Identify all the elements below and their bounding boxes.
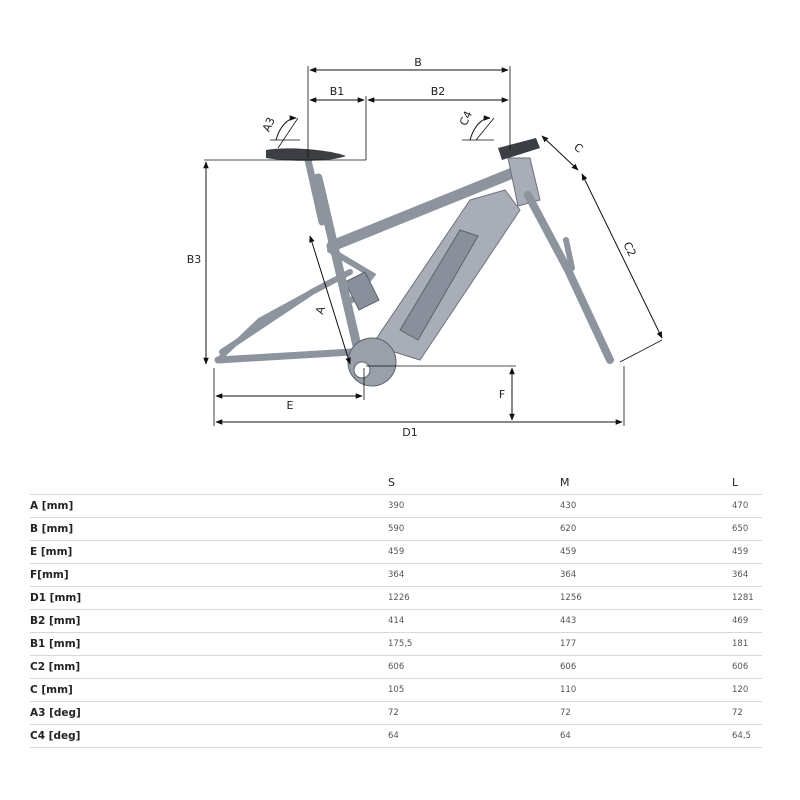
cell-value: 390 xyxy=(388,501,405,511)
row-label: C2 [mm] xyxy=(30,661,81,673)
label-d1: D1 xyxy=(402,426,417,439)
geometry-table: S M L A [mm] 390 430 470 B [mm] 590 620 650 E [m… xyxy=(30,470,762,748)
cell-value: 459 xyxy=(560,547,577,557)
table-row: B2 [mm] 414 443 469 xyxy=(30,609,762,633)
table-row: B [mm] 590 620 650 xyxy=(30,517,762,541)
label-c: C xyxy=(571,141,585,156)
row-label: F[mm] xyxy=(30,569,69,581)
label-b2: B2 xyxy=(431,85,446,98)
header-empty xyxy=(30,470,388,495)
dim-c2-line xyxy=(581,173,663,339)
table-row: D1 [mm] 1226 1256 1281 xyxy=(30,586,762,610)
geometry-diagram: B B1 B2 B3 A3 C4 C C2 A E F D1 xyxy=(187,56,663,439)
row-label: C4 [deg] xyxy=(30,730,81,742)
cell-value: 606 xyxy=(560,662,577,672)
cell-value: 72 xyxy=(388,708,399,718)
cell-value: 459 xyxy=(732,547,749,557)
cell-value: 1256 xyxy=(560,593,582,603)
label-b3: B3 xyxy=(187,253,202,266)
row-label: D1 [mm] xyxy=(30,592,82,604)
label-b1: B1 xyxy=(330,85,345,98)
row-label: B1 [mm] xyxy=(30,638,81,650)
row-label: A3 [deg] xyxy=(30,707,81,719)
cell-value: 110 xyxy=(560,685,577,695)
table-row: F[mm] 364 364 364 xyxy=(30,563,762,587)
cell-value: 175,5 xyxy=(388,639,413,649)
table-row: C4 [deg] 64 64 64,5 xyxy=(30,724,762,748)
row-label: A [mm] xyxy=(30,500,74,512)
cell-value: 120 xyxy=(732,685,749,695)
table-row: E [mm] 459 459 459 xyxy=(30,540,762,564)
cell-value: 443 xyxy=(560,616,577,626)
cell-value: 64 xyxy=(560,731,571,741)
cell-value: 470 xyxy=(732,501,749,511)
header-size-s: S xyxy=(388,475,395,489)
cell-value: 72 xyxy=(732,708,743,718)
cell-value: 1281 xyxy=(732,593,754,603)
header-size-l: L xyxy=(732,475,739,489)
cell-value: 364 xyxy=(732,570,749,580)
cell-value: 64 xyxy=(388,731,399,741)
cell-value: 177 xyxy=(560,639,577,649)
cell-value: 620 xyxy=(560,524,577,534)
cell-value: 606 xyxy=(732,662,749,672)
cell-value: 459 xyxy=(388,547,405,557)
row-label: B2 [mm] xyxy=(30,615,81,627)
cell-value: 64,5 xyxy=(732,731,751,741)
row-label: E [mm] xyxy=(30,546,73,558)
table-header-row: S M L xyxy=(30,470,762,495)
table-row: C [mm] 105 110 120 xyxy=(30,678,762,702)
label-e: E xyxy=(287,399,294,412)
label-c4: C4 xyxy=(457,109,475,128)
cell-value: 181 xyxy=(732,639,749,649)
cell-value: 105 xyxy=(388,685,405,695)
cell-value: 590 xyxy=(388,524,405,534)
cell-value: 1226 xyxy=(388,593,410,603)
row-label: B [mm] xyxy=(30,523,74,535)
cell-value: 430 xyxy=(560,501,577,511)
row-label: C [mm] xyxy=(30,684,73,696)
cell-value: 72 xyxy=(560,708,571,718)
cell-value: 469 xyxy=(732,616,749,626)
cell-value: 414 xyxy=(388,616,405,626)
table-row: B1 [mm] 175,5 177 181 xyxy=(30,632,762,656)
cell-value: 606 xyxy=(388,662,405,672)
label-c2: C2 xyxy=(620,240,638,259)
table-row: A3 [deg] 72 72 72 xyxy=(30,701,762,725)
cell-value: 650 xyxy=(732,524,749,534)
header-size-m: M xyxy=(560,475,570,489)
cell-value: 364 xyxy=(560,570,577,580)
table-row: A [mm] 390 430 470 xyxy=(30,494,762,518)
label-f: F xyxy=(499,388,505,401)
label-b: B xyxy=(414,56,422,69)
label-a3: A3 xyxy=(260,115,278,134)
cell-value: 364 xyxy=(388,570,405,580)
bike-frame-illustration xyxy=(214,138,614,387)
table-row: C2 [mm] 606 606 606 xyxy=(30,655,762,679)
dim-a-line xyxy=(309,235,351,365)
label-a: A xyxy=(313,304,328,316)
dim-c-line xyxy=(541,135,579,171)
